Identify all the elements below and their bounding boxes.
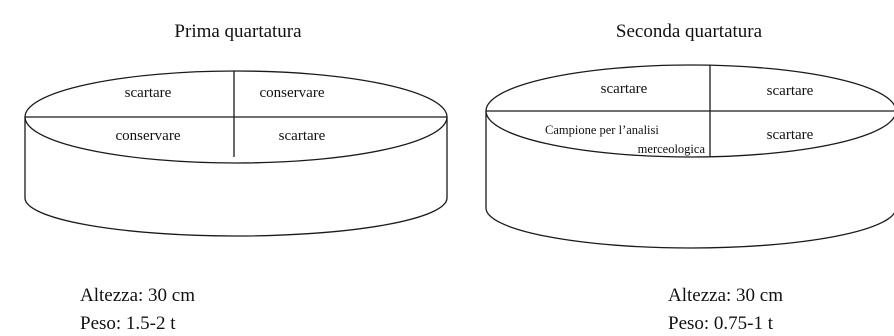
- height-label-prima: Altezza: 30 cm: [80, 285, 195, 306]
- quadrant-bottom-left-prima: conservare: [116, 128, 181, 144]
- quadrant-bottom-right-seconda: scartare: [767, 127, 814, 143]
- quadrant-top-right-prima: conservare: [260, 85, 325, 101]
- quadrant-top-left-prima: scartare: [125, 85, 172, 101]
- height-label-seconda: Altezza: 30 cm: [668, 285, 783, 306]
- cylinder-seconda-quartatura: Seconda quartatura scartare scartare Cam…: [485, 21, 894, 334]
- quadrant-top-left-seconda: scartare: [601, 81, 648, 97]
- quadrant-top-right-seconda: scartare: [767, 83, 814, 99]
- cylinder-prima-quartatura: Prima quartatura scartare conservare con…: [24, 21, 448, 334]
- diagram-title-seconda: Seconda quartatura: [616, 21, 763, 42]
- weight-label-seconda: Peso: 0.75-1 t: [668, 313, 774, 334]
- quadrant-bottom-left-seconda-line1: Campione per l’analisi: [545, 123, 659, 137]
- quadrant-bottom-left-seconda-line2: merceologica: [638, 142, 706, 156]
- weight-label-prima: Peso: 1.5-2 t: [80, 313, 176, 334]
- quadrant-bottom-right-prima: scartare: [279, 128, 326, 144]
- diagram-title-prima: Prima quartatura: [174, 21, 302, 42]
